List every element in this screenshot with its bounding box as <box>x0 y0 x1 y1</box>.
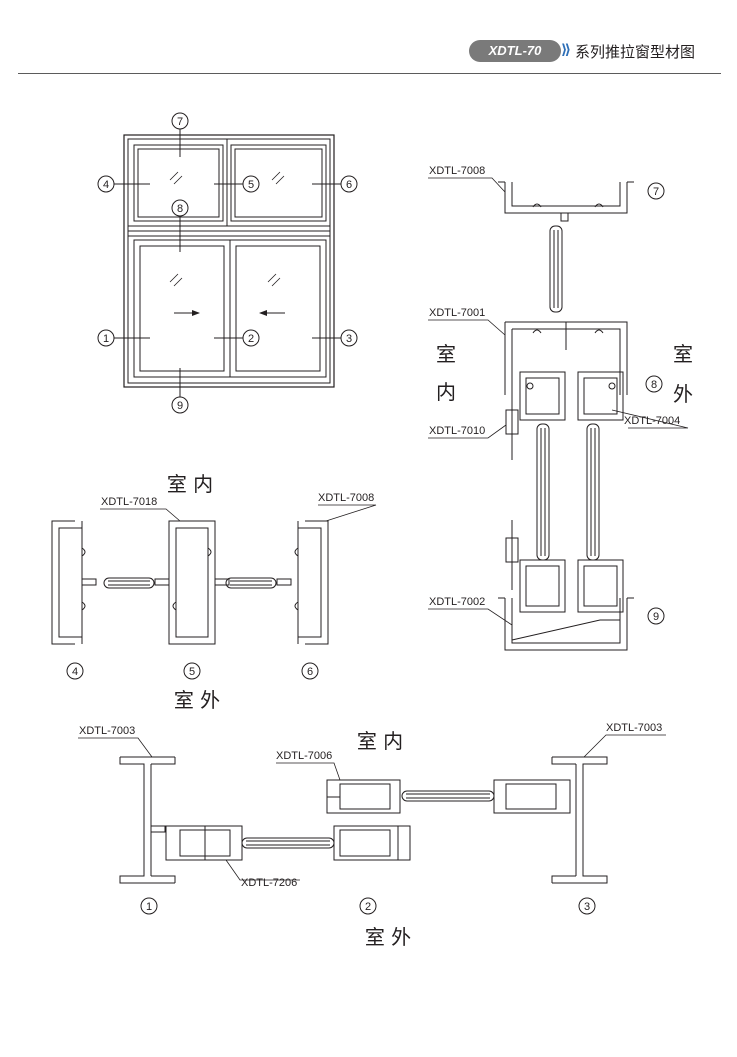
svg-text:5: 5 <box>248 179 254 191</box>
outdoor-char-2: 外 <box>673 382 693 406</box>
marker-7: 7 <box>171 112 189 130</box>
svg-text:5: 5 <box>189 666 195 678</box>
label-xdtl-7008-top: XDTL-7008 <box>429 165 485 177</box>
svg-text:9: 9 <box>653 611 659 623</box>
series-badge: XDTL-70 <box>469 40 561 62</box>
mullion-outdoor-title: 室 外 <box>174 688 220 712</box>
sliding-markers: 1 2 3 <box>140 897 596 915</box>
marker-3-bottom: 3 <box>578 897 596 915</box>
label-xdtl-7008-mid: XDTL-7008 <box>318 492 374 504</box>
marker-1-bottom: 1 <box>140 897 158 915</box>
marker-8: 8 <box>171 199 189 217</box>
svg-text:6: 6 <box>307 666 313 678</box>
svg-text:7: 7 <box>653 186 659 198</box>
svg-text:2: 2 <box>248 333 254 345</box>
chevron-icon: ⟫ <box>561 41 572 57</box>
header-rule <box>18 73 721 74</box>
label-xdtl-7206: XDTL-7206 <box>241 877 297 889</box>
page-title: 系列推拉窗型材图 <box>575 44 696 61</box>
svg-text:9: 9 <box>177 400 183 412</box>
sliding-section <box>119 756 608 884</box>
page-header: XDTL-70 ⟫ 系列推拉窗型材图 <box>0 0 737 80</box>
svg-text:4: 4 <box>72 666 78 678</box>
sliding-outdoor-title: 室 外 <box>365 925 411 949</box>
sliding-indoor-title: 室 内 <box>357 729 403 753</box>
svg-text:4: 4 <box>103 179 109 191</box>
svg-text:3: 3 <box>584 901 590 913</box>
elevation-markers: 7 4 5 6 8 1 2 3 9 <box>97 112 358 414</box>
label-xdtl-7006: XDTL-7006 <box>276 750 332 762</box>
marker-5-mid: 5 <box>183 662 201 680</box>
marker-9-right: 9 <box>647 607 665 625</box>
svg-text:8: 8 <box>177 203 183 215</box>
svg-text:2: 2 <box>365 901 371 913</box>
marker-6: 6 <box>340 175 358 193</box>
marker-5: 5 <box>242 175 260 193</box>
label-xdtl-7004: XDTL-7004 <box>624 415 680 427</box>
mullion-indoor-title: 室 内 <box>167 472 213 496</box>
marker-7-right: 7 <box>647 182 665 200</box>
label-xdtl-7018: XDTL-7018 <box>101 496 157 508</box>
label-xdtl-7003-right: XDTL-7003 <box>606 722 662 734</box>
marker-2-bottom: 2 <box>359 897 377 915</box>
svg-text:8: 8 <box>651 379 657 391</box>
svg-text:3: 3 <box>346 333 352 345</box>
marker-1: 1 <box>97 329 115 347</box>
indoor-char-2: 内 <box>436 380 456 404</box>
label-xdtl-7003-left: XDTL-7003 <box>79 725 135 737</box>
indoor-char-1: 室 <box>436 342 456 366</box>
marker-6-mid: 6 <box>301 662 319 680</box>
label-xdtl-7001: XDTL-7001 <box>429 307 485 319</box>
window-elevation <box>114 128 341 397</box>
label-xdtl-7002: XDTL-7002 <box>429 596 485 608</box>
marker-2: 2 <box>242 329 260 347</box>
label-xdtl-7010: XDTL-7010 <box>429 425 485 437</box>
marker-9: 9 <box>171 396 189 414</box>
marker-3: 3 <box>340 329 358 347</box>
marker-4: 4 <box>97 175 115 193</box>
svg-text:6: 6 <box>346 179 352 191</box>
vertical-markers: 7 8 9 <box>645 182 665 625</box>
mullion-section <box>51 520 329 645</box>
outdoor-char-1: 室 <box>673 342 693 366</box>
svg-text:1: 1 <box>103 333 109 345</box>
mullion-markers: 4 5 6 <box>66 662 319 680</box>
marker-4-mid: 4 <box>66 662 84 680</box>
vertical-section <box>498 181 634 651</box>
vertical-section-labels <box>428 177 689 626</box>
svg-text:7: 7 <box>177 116 183 128</box>
svg-text:1: 1 <box>146 901 152 913</box>
marker-8-right: 8 <box>645 375 663 393</box>
